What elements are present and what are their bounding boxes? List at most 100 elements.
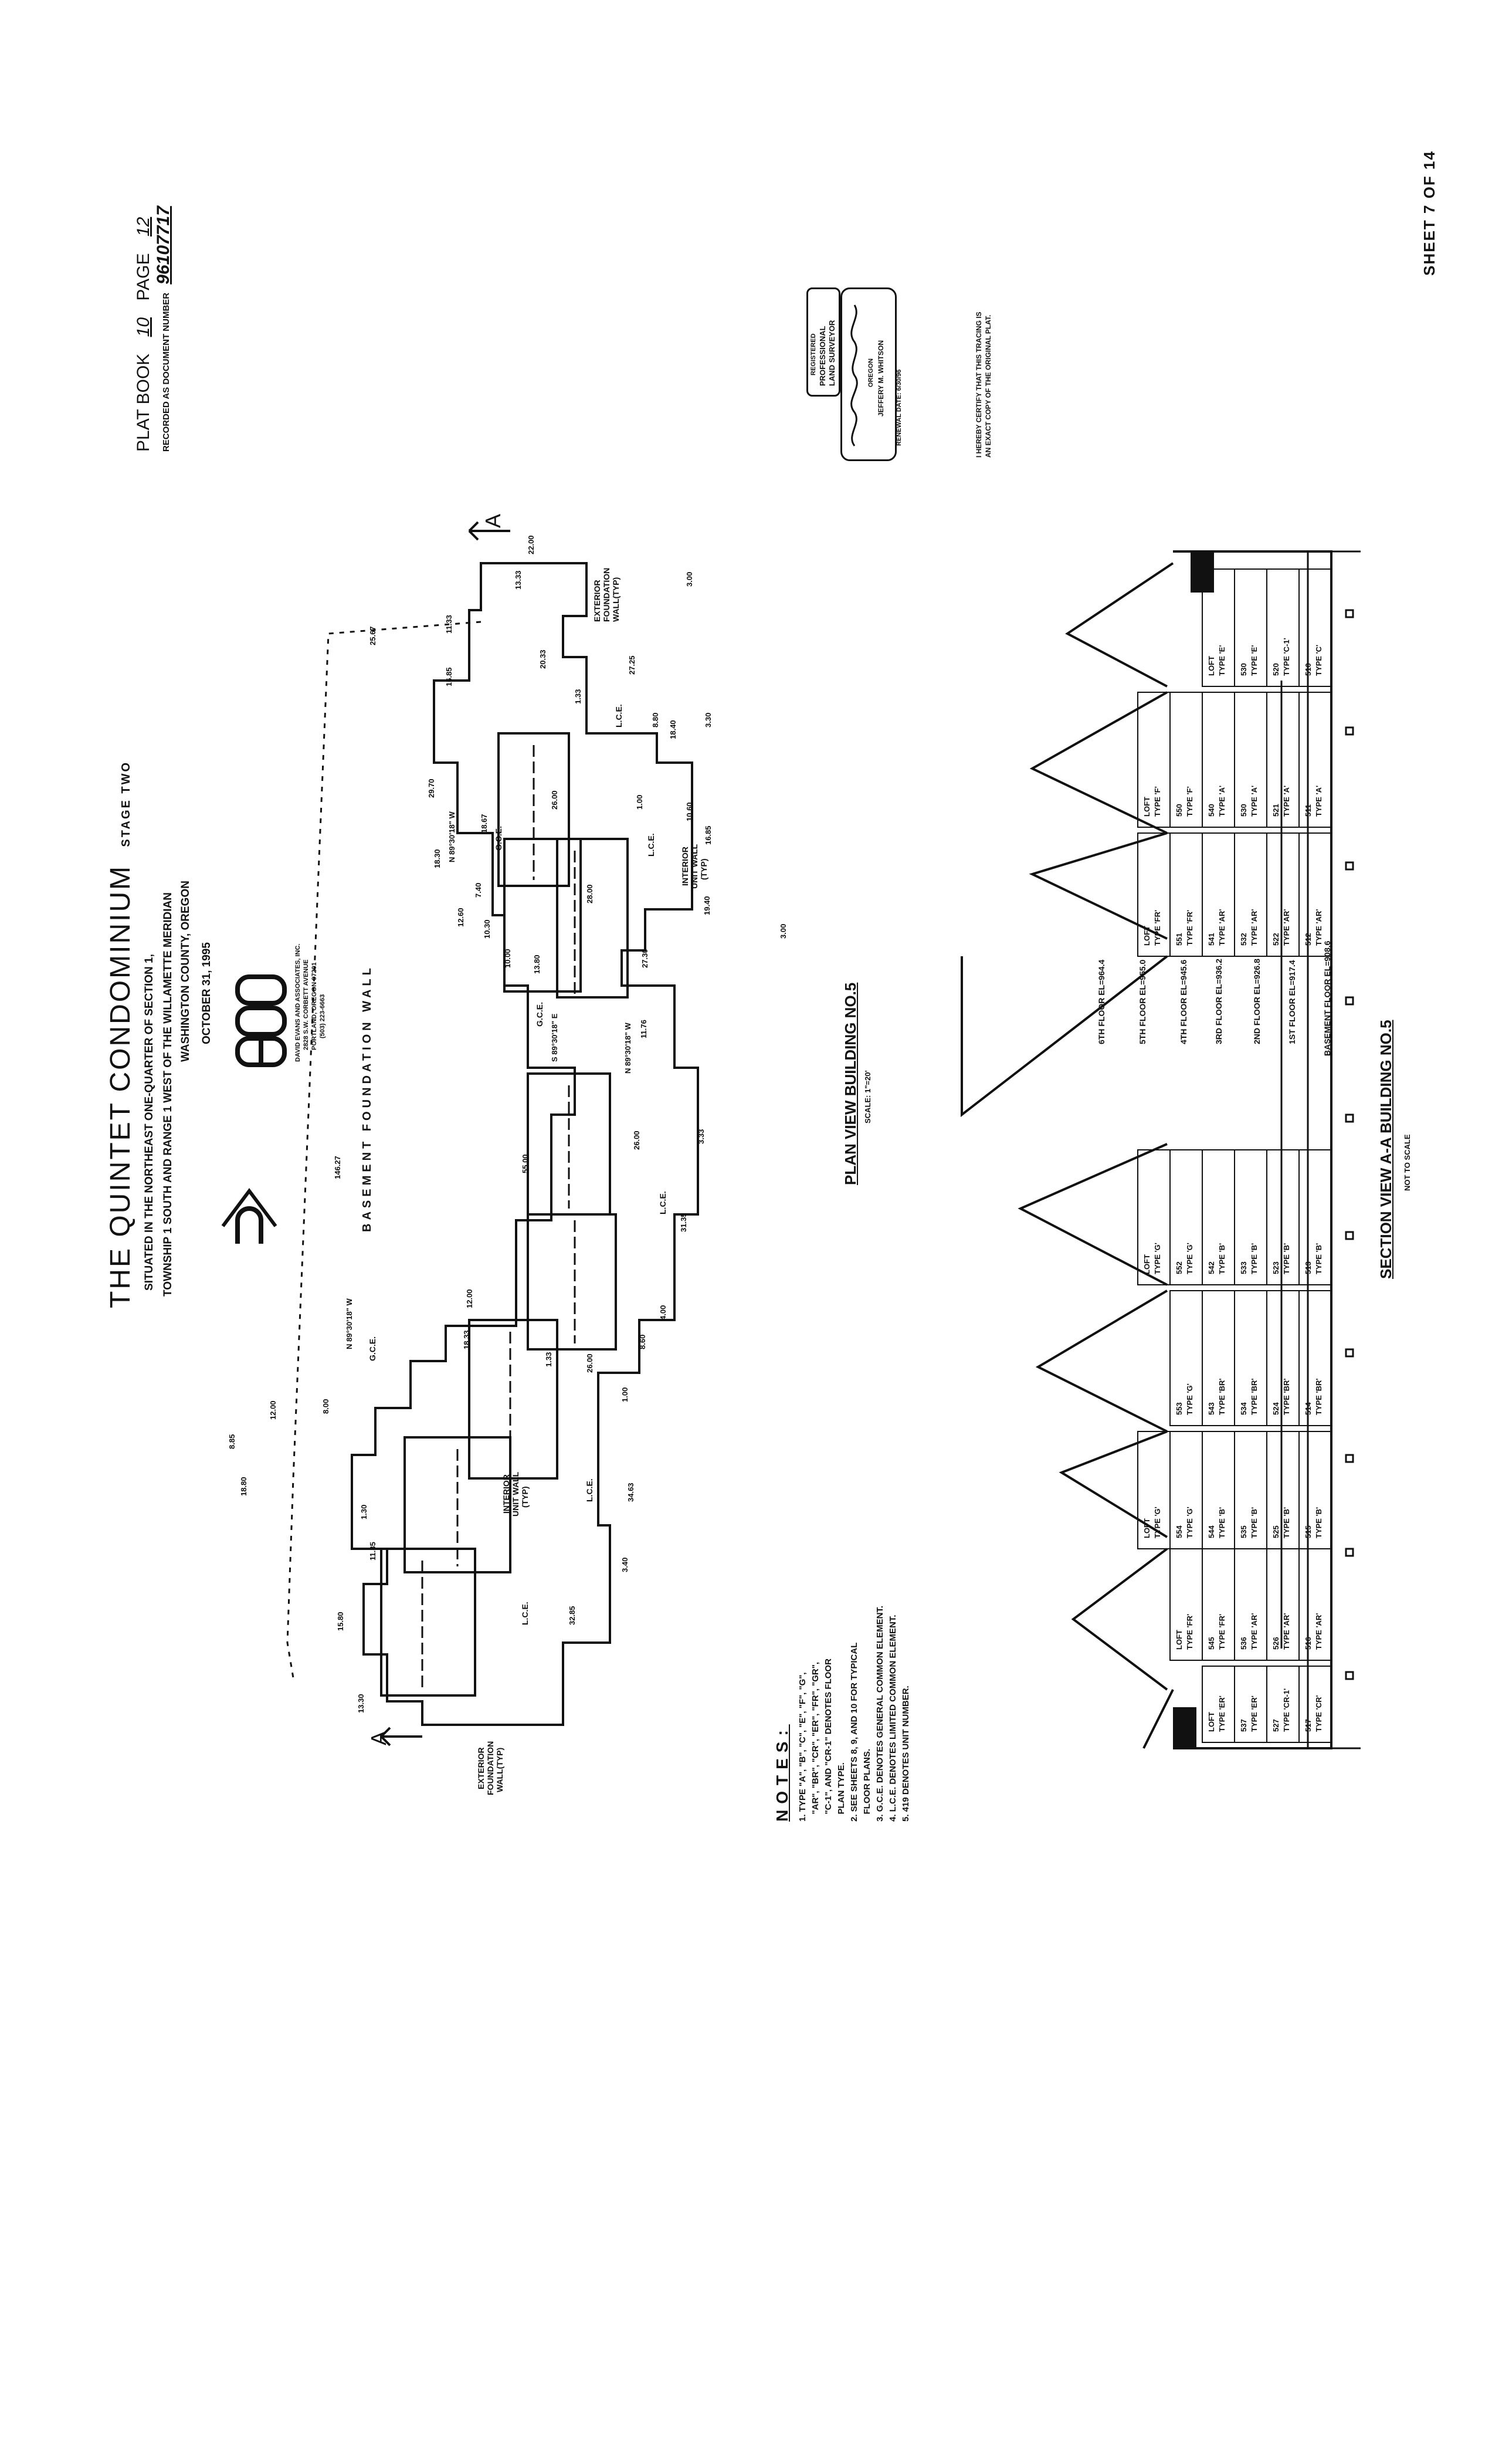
dim-label: 27.25 — [628, 655, 636, 675]
unit-label: TYPE 'B' — [1314, 1243, 1323, 1274]
unit-label: 534 — [1239, 1402, 1248, 1415]
roofline — [961, 955, 1168, 1118]
unit-label: 554 — [1175, 1525, 1184, 1538]
bearing-label: 146.27 — [333, 1156, 342, 1179]
unit-label: TYPE 'AR' — [1314, 909, 1323, 946]
dim-label: 8.60 — [638, 1335, 647, 1349]
section-view-subtitle: NOT TO SCALE — [1403, 1134, 1412, 1191]
dim-label: 8.00 — [321, 1399, 330, 1414]
dim-label: 15.80 — [336, 1612, 345, 1631]
unit-label: TYPE 'A' — [1218, 786, 1226, 817]
dim-label: 8.80 — [651, 713, 660, 727]
roofline — [1029, 691, 1168, 834]
unit-label: 544 — [1207, 1525, 1216, 1538]
unit-label: 527 — [1271, 1719, 1280, 1732]
unit-label: 540 — [1207, 804, 1216, 817]
unit-label: 530 — [1239, 804, 1248, 817]
dim-label: 11.85 — [368, 1542, 377, 1561]
gce-label: G.C.E. — [494, 826, 503, 851]
floor-label: 2ND FLOOR EL=926.8 — [1252, 959, 1262, 1044]
unit-label: TYPE 'B' — [1250, 1243, 1259, 1274]
unit-cell — [1298, 832, 1332, 957]
dim-label: 13.33 — [514, 570, 523, 590]
gce-label: G.C.E. — [535, 1002, 544, 1027]
floor-label: 5TH FLOOR EL=955.0 — [1138, 959, 1147, 1044]
gce-label: G.C.E. — [368, 1336, 377, 1361]
floor-label: 4TH FLOOR EL=945.6 — [1179, 959, 1188, 1044]
dim-label: 12.00 — [465, 1289, 474, 1308]
unit-label: 537 — [1239, 1719, 1248, 1732]
dim-label: 12.00 — [269, 1400, 277, 1420]
firm-logo-icon — [235, 974, 287, 1067]
unit-label: LOFT — [1142, 1518, 1151, 1538]
dim-label: 11.76 — [639, 1020, 648, 1038]
unit-label: TYPE 'E' — [1250, 645, 1259, 676]
unit-label: TYPE 'B' — [1314, 1507, 1323, 1538]
lce-label: L.C.E. — [520, 1602, 530, 1625]
unit-label: TYPE 'BR' — [1314, 1378, 1323, 1415]
unit-label: TYPE 'ER' — [1218, 1695, 1226, 1732]
dim-label: 27.30 — [640, 949, 649, 968]
dim-label: 3.30 — [704, 713, 713, 727]
unit-label: LOFT — [1142, 926, 1151, 946]
unit-label: 535 — [1239, 1525, 1248, 1538]
basement-block — [1173, 1707, 1196, 1748]
basement-wall — [286, 621, 481, 1678]
unit-label: 516 — [1304, 1637, 1313, 1650]
unit-label: TYPE 'FR' — [1185, 910, 1194, 946]
unit-label: 553 — [1175, 1402, 1184, 1415]
roofline — [1018, 1143, 1168, 1286]
unit-label: 514 — [1304, 1402, 1313, 1415]
dim-label: 22.00 — [527, 535, 535, 554]
dim-label: 3.00 — [685, 572, 694, 587]
unit-label: LOFT — [1142, 797, 1151, 817]
dim-label: 29.70 — [427, 779, 436, 798]
dim-label: 1.00 — [620, 1387, 629, 1402]
unit-label: TYPE 'FR' — [1185, 1614, 1194, 1650]
dim-label: 19.40 — [703, 896, 711, 915]
unit-cell — [1298, 1290, 1332, 1426]
unit-label: TYPE 'BR' — [1218, 1378, 1226, 1415]
dim-label: 26.00 — [585, 1353, 594, 1373]
unit-label: TYPE 'G' — [1185, 1243, 1194, 1274]
north-arrow-icon — [221, 1188, 277, 1244]
surveyor-stamp: REGISTERED PROFESSIONAL LAND SURVEYOR OR… — [806, 287, 906, 461]
dim-label: 10.00 — [503, 949, 512, 968]
roofline — [1071, 1548, 1168, 1691]
unit-label: 515 — [1304, 1525, 1313, 1538]
unit-label: TYPE 'F' — [1153, 786, 1162, 817]
floor-label: 1ST FLOOR EL=917.4 — [1287, 960, 1297, 1044]
unit-label: 520 — [1271, 663, 1280, 676]
floor-label: BASEMENT FLOOR EL=908.6 — [1323, 940, 1332, 1056]
unit-label: TYPE 'ER' — [1250, 1695, 1259, 1732]
roofline — [1059, 1430, 1168, 1538]
unit-cell — [1298, 1548, 1332, 1661]
dim-label: 3.40 — [620, 1558, 629, 1572]
unit-label: 532 — [1239, 933, 1248, 946]
unit-label: TYPE 'G' — [1185, 1383, 1194, 1415]
unit-label: TYPE 'A' — [1282, 786, 1291, 817]
unit-label: TYPE 'C' — [1314, 645, 1323, 676]
unit-label: 551 — [1175, 933, 1184, 946]
dim-label: 11.33 — [445, 615, 453, 634]
unit-label: 545 — [1207, 1637, 1216, 1650]
bearing-label: N 89°30'18" W — [623, 1023, 632, 1074]
dim-label: 16.85 — [445, 667, 453, 686]
bearing-label: S 89°30'18" E — [550, 1013, 559, 1062]
roofline — [1029, 832, 1168, 940]
dim-label: 10.30 — [483, 919, 491, 939]
unit-label: 533 — [1239, 1261, 1248, 1274]
dim-label: 1.30 — [360, 1505, 368, 1519]
unit-label: 536 — [1239, 1637, 1248, 1650]
floor-label: 3RD FLOOR EL=936.2 — [1214, 959, 1223, 1044]
unit-label: TYPE 'AR' — [1250, 1613, 1259, 1650]
roofline — [1035, 1289, 1168, 1433]
unit-label: LOFT — [1207, 656, 1216, 676]
dim-label: 3.33 — [697, 1129, 706, 1144]
dim-label: 25.67 — [368, 626, 377, 645]
unit-label: TYPE 'AR' — [1314, 1613, 1323, 1650]
unit-label: TYPE 'B' — [1218, 1243, 1226, 1274]
unit-label: TYPE 'A' — [1250, 786, 1259, 817]
unit-cell — [1298, 568, 1332, 687]
